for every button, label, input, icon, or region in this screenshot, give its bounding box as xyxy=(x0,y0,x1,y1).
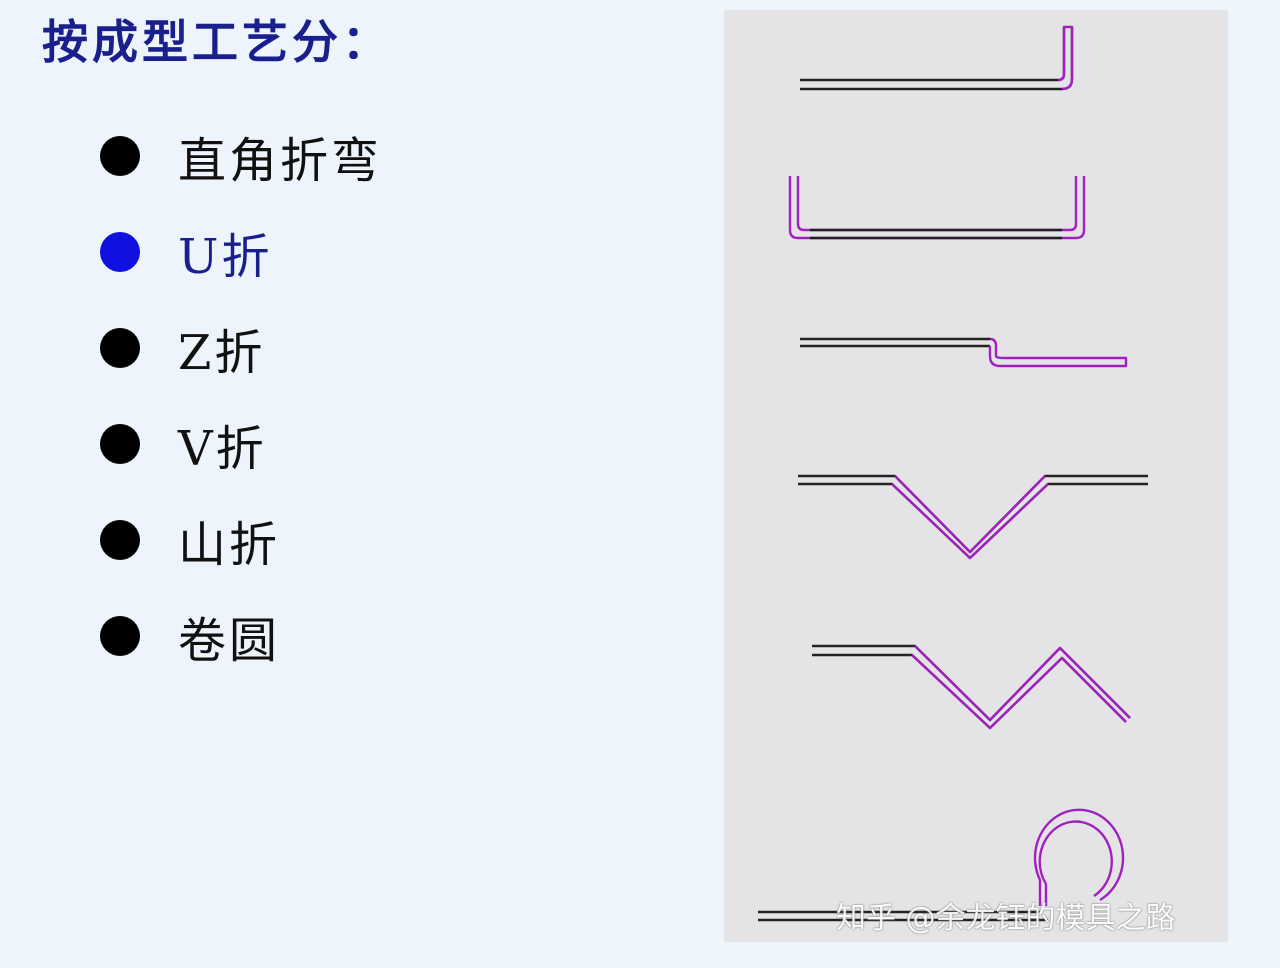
slide-title: 按成型工艺分： xyxy=(42,15,392,69)
list-item-label: 直角折弯 xyxy=(178,133,383,189)
forming-process-list: 直角折弯 U折 Z折 V折 山折 卷圆 xyxy=(100,108,382,684)
bullet-icon-active xyxy=(100,232,140,272)
list-item-v-bend: V折 xyxy=(100,396,382,492)
mountain-bend-diagram xyxy=(812,644,1131,730)
list-item-right-angle-bend: 直角折弯 xyxy=(100,108,382,204)
bullet-icon xyxy=(100,520,140,560)
list-item-z-bend: Z折 xyxy=(100,300,382,396)
list-item-label: 山折 xyxy=(178,517,281,573)
watermark: 知乎 @余龙钰的模具之路 xyxy=(836,901,1176,936)
u-bend-diagram xyxy=(788,176,1086,240)
bullet-icon xyxy=(100,616,140,656)
curling-diagram xyxy=(758,808,1125,922)
bullet-icon xyxy=(100,136,140,176)
z-bend-diagram xyxy=(800,337,1128,368)
bullet-icon xyxy=(100,328,140,368)
list-item-u-bend: U折 xyxy=(100,204,382,300)
list-item-label: V折 xyxy=(178,421,267,477)
list-item-curling: 卷圆 xyxy=(100,588,382,684)
list-item-mountain-bend: 山折 xyxy=(100,492,382,588)
right-angle-bend-diagram xyxy=(800,25,1074,91)
list-item-label: U折 xyxy=(178,229,273,285)
bullet-icon xyxy=(100,424,140,464)
list-item-label: 卷圆 xyxy=(178,613,281,669)
list-item-label: Z折 xyxy=(178,325,266,381)
v-bend-diagram xyxy=(798,474,1148,560)
